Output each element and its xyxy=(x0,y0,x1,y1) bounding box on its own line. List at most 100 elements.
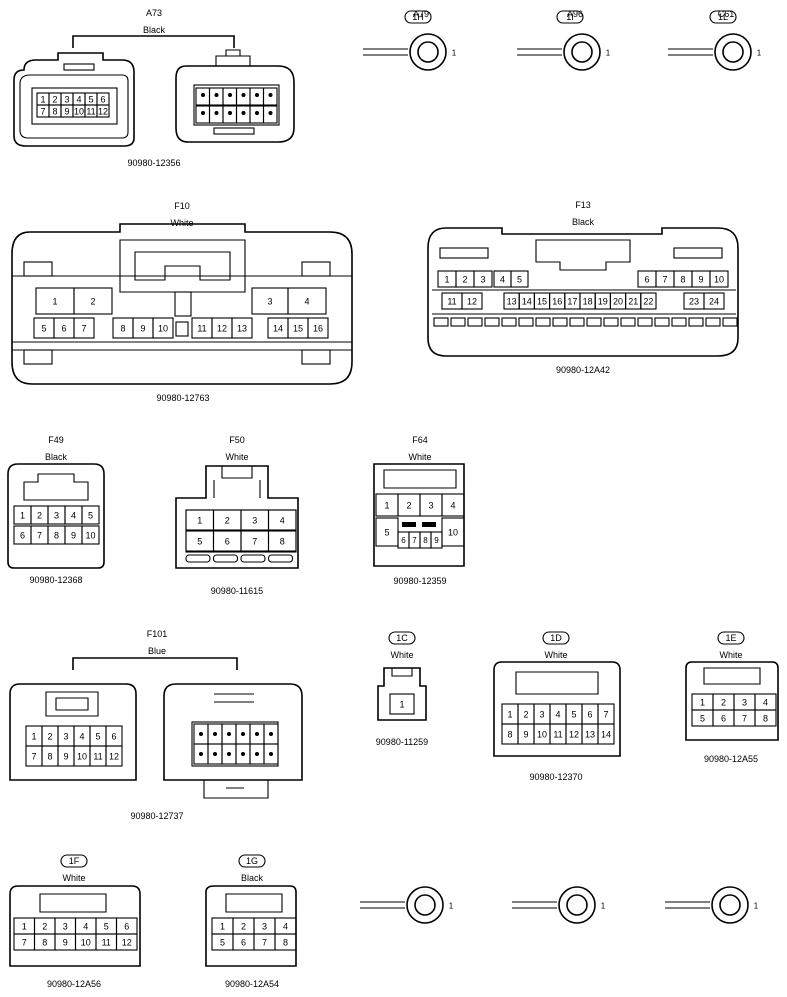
pin-cell: 20 xyxy=(609,292,627,310)
pin-number: 10 xyxy=(74,107,84,117)
pin-number: 1 xyxy=(507,710,512,720)
pin-cell: 9 xyxy=(430,531,443,549)
eyelet-ring xyxy=(558,886,596,924)
pin-cavity xyxy=(267,530,297,552)
pin-cell: 5 xyxy=(84,92,98,106)
pin-number: 18 xyxy=(583,297,593,307)
pin-cell: 11 xyxy=(89,745,107,767)
pin-number: 14 xyxy=(601,730,611,740)
pin-cell: 13 xyxy=(231,317,253,339)
pin-number: 5 xyxy=(700,714,705,724)
pin-number: 1 xyxy=(31,732,36,742)
pin-number: 4 xyxy=(500,275,505,285)
pin-cell: 5 xyxy=(95,917,118,935)
terminal-slot xyxy=(654,317,670,327)
pin-cavity xyxy=(754,709,777,727)
pin-cell: 4 xyxy=(64,505,83,525)
pin-cell: 12 xyxy=(96,104,110,118)
pin-cell xyxy=(249,743,265,765)
pin-number: 6 xyxy=(124,922,129,932)
connector-id: 1G xyxy=(246,856,258,866)
pin-cell: 16 xyxy=(549,292,566,310)
eyelet-ring xyxy=(563,33,601,71)
pin-cell: 12 xyxy=(461,292,483,310)
pin-number: 3 xyxy=(742,698,747,708)
pin-cell: 7 xyxy=(25,745,43,767)
terminal-slot xyxy=(450,317,466,327)
pin-cell: 1 xyxy=(501,703,519,725)
terminal-slot xyxy=(484,317,500,327)
pin-cell xyxy=(263,723,279,745)
pin-cell: 12 xyxy=(105,745,123,767)
terminal-slot xyxy=(569,317,585,327)
eyelet-terminal-1H: 1H1 xyxy=(360,10,454,924)
pin-number: 23 xyxy=(689,297,699,307)
pin-number: 1 xyxy=(20,511,25,521)
male-pin xyxy=(199,752,203,756)
male-pin xyxy=(241,93,246,97)
pin-number: 13 xyxy=(237,324,247,334)
pin-cell: 5 xyxy=(211,933,234,951)
pin-cell: 13 xyxy=(581,723,599,745)
pin-number: 2 xyxy=(37,511,42,521)
pin-cavity xyxy=(152,317,174,339)
pin-cavity xyxy=(640,292,657,310)
pin-cell xyxy=(262,87,278,106)
connector-id-bubble xyxy=(238,854,266,868)
pin-cell xyxy=(263,743,279,765)
part-number: 90980-11615 xyxy=(211,586,263,596)
pin-number: 9 xyxy=(71,531,76,541)
pin-cell xyxy=(193,743,209,765)
terminal-slot xyxy=(240,554,266,563)
pin-cell: 22 xyxy=(640,292,657,310)
connector-id-bubble xyxy=(388,631,416,645)
pin-number: 5 xyxy=(88,511,93,521)
pin-cell: 10 xyxy=(533,723,551,745)
rail xyxy=(12,275,352,351)
terminal-slot xyxy=(671,317,687,327)
key xyxy=(422,522,436,527)
male-pin xyxy=(241,752,245,756)
pin-cavity xyxy=(473,270,493,288)
connector-id: F101 xyxy=(147,629,168,639)
pin-cell: 5 xyxy=(510,270,529,288)
latch xyxy=(391,668,413,677)
pin-number: 7 xyxy=(81,324,86,334)
pin-cell: 23 xyxy=(683,292,705,310)
part-number: 90980-12370 xyxy=(529,772,582,782)
connector-color: White xyxy=(408,452,431,462)
pin-number: 21 xyxy=(628,297,638,307)
connector-id-bubble xyxy=(709,10,737,24)
pin-cavity xyxy=(703,292,725,310)
pin-number: 12 xyxy=(109,752,119,762)
pin-number: 2 xyxy=(42,922,47,932)
pin-cell: 8 xyxy=(41,745,59,767)
connector-id: F64 xyxy=(412,435,428,445)
pin-number: 5 xyxy=(220,938,225,948)
pin-cell: 3 xyxy=(60,92,74,106)
pin-number: 7 xyxy=(40,107,45,117)
rail xyxy=(432,289,736,315)
pin-cell: 1 xyxy=(35,287,75,315)
male-pin xyxy=(268,93,273,97)
pin-number: 10 xyxy=(448,528,458,538)
pin-cell: 2 xyxy=(232,917,255,935)
pin-number: 2 xyxy=(241,922,246,932)
pin-number: 9 xyxy=(698,275,703,285)
part-number: 90980-11259 xyxy=(376,737,428,747)
pin-number: 9 xyxy=(140,324,145,334)
pin-cell: 1 xyxy=(375,493,399,517)
male-pin xyxy=(241,732,245,736)
connector-id: F50 xyxy=(229,435,245,445)
pin-cell: 13 xyxy=(503,292,520,310)
pin-number: 6 xyxy=(225,537,230,547)
pin-number: 8 xyxy=(763,714,768,724)
pin-cell xyxy=(235,743,251,765)
pin-cell: 15 xyxy=(533,292,551,310)
part-number: 90980-12359 xyxy=(393,576,446,586)
pin-cell xyxy=(207,723,223,745)
pin-cell: 1 xyxy=(211,917,234,935)
